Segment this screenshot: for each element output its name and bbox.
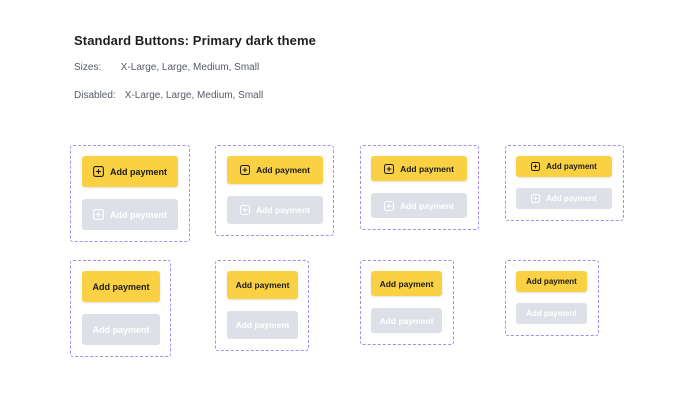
- page-title: Standard Buttons: Primary dark theme: [74, 33, 316, 48]
- small-text-frame: [505, 260, 599, 336]
- button-label: Add payment: [379, 315, 434, 326]
- add-payment-large-button[interactable]: Add payment: [227, 271, 298, 299]
- add-payment-large-icon-disabled-button: Add payment: [227, 196, 323, 224]
- xlarge-icon-frame: [70, 145, 190, 242]
- add-payment-medium-icon-disabled-button: Add payment: [371, 193, 467, 218]
- add-payment-large-icon-button[interactable]: Add payment: [227, 156, 323, 184]
- button-label: Add payment: [92, 281, 150, 292]
- button-label: Add payment: [235, 280, 290, 290]
- disabled-label: Disabled:: [74, 90, 116, 101]
- button-label: Add payment: [400, 200, 454, 211]
- add-payment-small-icon-button[interactable]: Add payment: [516, 156, 612, 177]
- medium-text-frame: [360, 260, 454, 345]
- add-payment-small-icon-disabled-button: Add payment: [516, 188, 612, 209]
- add-payment-medium-disabled-button: Add payment: [371, 308, 442, 333]
- add-payment-xlarge-button[interactable]: Add payment: [82, 271, 160, 302]
- add-payment-xlarge-icon-button[interactable]: Add payment: [82, 156, 178, 187]
- sizes-line: Sizes: X-Large, Large, Medium, Small: [74, 62, 259, 73]
- plus-square-icon: [531, 162, 541, 171]
- plus-square-icon: [240, 165, 251, 175]
- button-label: Add payment: [256, 205, 310, 215]
- button-label: Add payment: [109, 166, 167, 177]
- button-label: Add payment: [109, 209, 167, 220]
- add-payment-medium-icon-button[interactable]: Add payment: [371, 156, 467, 181]
- add-payment-xlarge-icon-disabled-button: Add payment: [82, 199, 178, 230]
- add-payment-small-button[interactable]: Add payment: [516, 271, 587, 292]
- large-text-frame: [215, 260, 309, 351]
- button-label: Add payment: [526, 309, 577, 318]
- button-label: Add payment: [256, 165, 310, 175]
- disabled-value: X-Large, Large, Medium, Small: [124, 90, 264, 101]
- large-icon-frame: [215, 145, 334, 236]
- button-label: Add payment: [546, 194, 597, 203]
- button-label: Add payment: [546, 162, 597, 171]
- plus-square-icon: [93, 209, 104, 220]
- add-payment-xlarge-disabled-button: Add payment: [82, 314, 160, 345]
- plus-square-icon: [384, 163, 395, 174]
- disabled-line: Disabled: X-Large, Large, Medium, Small: [74, 90, 263, 101]
- plus-square-icon: [384, 200, 395, 211]
- small-icon-frame: [505, 145, 624, 221]
- button-label: Add payment: [92, 324, 150, 335]
- plus-square-icon: [240, 205, 251, 215]
- plus-square-icon: [93, 166, 104, 177]
- xlarge-text-frame: [70, 260, 171, 357]
- plus-square-icon: [531, 194, 541, 203]
- add-payment-large-disabled-button: Add payment: [227, 311, 298, 339]
- button-label: Add payment: [526, 277, 577, 286]
- button-label: Add payment: [235, 320, 290, 330]
- button-label: Add payment: [400, 163, 454, 174]
- add-payment-medium-button[interactable]: Add payment: [371, 271, 442, 296]
- medium-icon-frame: [360, 145, 479, 230]
- sizes-value: X-Large, Large, Medium, Small: [120, 62, 260, 73]
- add-payment-small-disabled-button: Add payment: [516, 303, 587, 324]
- button-label: Add payment: [379, 278, 434, 289]
- sizes-label: Sizes:: [74, 62, 102, 73]
